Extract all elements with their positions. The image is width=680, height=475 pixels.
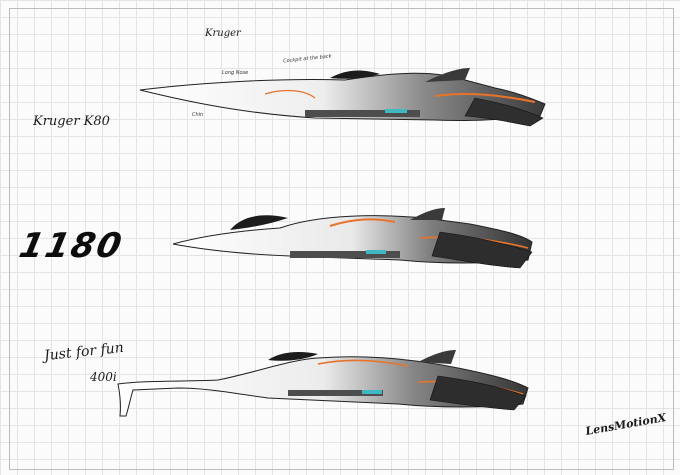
concept-one-label: Kruger K80	[33, 114, 110, 129]
title-scribble: Kruger	[205, 28, 241, 39]
car-sketch-three	[117, 350, 529, 417]
annotation-chin: Chin	[192, 112, 204, 118]
car-sketch-two	[172, 208, 533, 269]
car-sketch-one	[139, 68, 546, 127]
concept-two-label: 1180	[15, 226, 127, 266]
sheet-border	[9, 8, 674, 470]
annotation-long-nose: Long Nose	[222, 70, 249, 76]
concept-three-label-line2: 400i	[90, 370, 117, 384]
